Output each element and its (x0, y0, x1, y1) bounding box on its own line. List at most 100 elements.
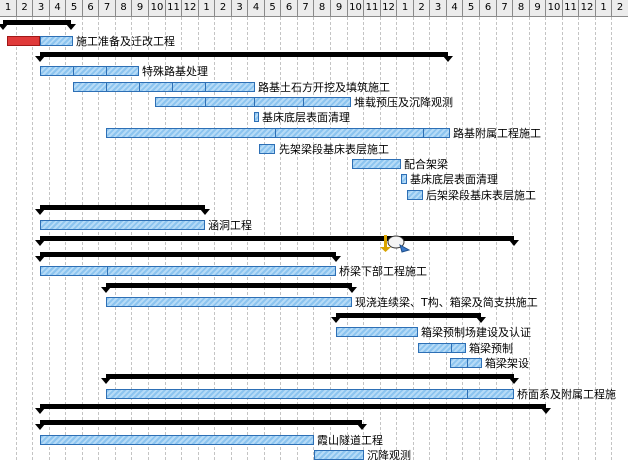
timescale-cell: 11 (166, 0, 182, 17)
task-bar[interactable] (73, 82, 255, 92)
task-bar[interactable] (352, 159, 401, 169)
task-bar[interactable] (106, 297, 352, 307)
summary-bar[interactable] (40, 252, 336, 257)
task-bar[interactable] (106, 128, 450, 138)
timescale-cell: 4 (447, 0, 463, 17)
task-bar[interactable] (40, 66, 139, 76)
timescale-cell: 2 (612, 0, 628, 17)
timescale-cell: 8 (314, 0, 331, 17)
task-label: 现浇连续梁、T构、箱梁及简支拱施工 (355, 296, 538, 309)
gridline (32, 17, 33, 460)
timescale-cell: 12 (182, 0, 199, 17)
timescale-cell: 3 (33, 0, 50, 17)
task-bar[interactable] (40, 220, 205, 230)
summary-bar[interactable] (3, 20, 71, 25)
task-label: 基床底层表面清理 (410, 173, 498, 186)
bar-divider (275, 129, 276, 137)
summary-cap (101, 378, 111, 384)
bar-divider (254, 98, 255, 106)
summary-bar[interactable] (40, 52, 448, 57)
task-label: 箱梁架设 (485, 357, 529, 370)
task-label: 涵洞工程 (208, 219, 252, 232)
gridline (611, 17, 612, 460)
timescale-cell: 12 (579, 0, 596, 17)
task-label: 沉降观测 (367, 449, 411, 460)
summary-bar[interactable] (40, 205, 205, 210)
task-bar[interactable] (336, 327, 418, 337)
summary-cap (509, 240, 519, 246)
task-bar[interactable] (450, 358, 482, 368)
task-label: 路基土石方开挖及填筑施工 (258, 81, 390, 94)
summary-bar[interactable] (40, 404, 546, 409)
timescale-cell: 7 (497, 0, 513, 17)
task-label: 霞山隧道工程 (317, 434, 383, 447)
task-bar[interactable] (40, 36, 73, 46)
timescale-cell: 5 (463, 0, 480, 17)
timescale-cell: 4 (248, 0, 265, 17)
summary-cap (35, 240, 45, 246)
task-label: 施工准备及迁改工程 (76, 35, 175, 48)
task-label: 基床底层表面清理 (262, 111, 350, 124)
gridline (16, 17, 17, 460)
timescale-cell: 8 (116, 0, 132, 17)
task-bar[interactable] (106, 389, 514, 399)
bar-divider (205, 83, 206, 91)
bar-divider (303, 98, 304, 106)
bar-divider (139, 83, 140, 91)
timescale-cell: 11 (364, 0, 381, 17)
task-bar[interactable] (40, 266, 336, 276)
summary-bar[interactable] (40, 420, 362, 425)
task-label: 箱梁预制场建设及认证 (421, 326, 531, 339)
timescale-cell: 6 (480, 0, 497, 17)
task-bar[interactable] (40, 435, 314, 445)
summary-bar[interactable] (336, 313, 481, 318)
summary-cap (101, 287, 111, 293)
summary-cap (331, 256, 341, 262)
timescale-cell: 10 (149, 0, 166, 17)
timescale-cell: 9 (331, 0, 348, 17)
timescale-cell: 1 (596, 0, 612, 17)
gridline (529, 17, 530, 460)
summary-cap (35, 408, 45, 414)
task-bar[interactable] (407, 190, 423, 200)
summary-bar[interactable] (106, 283, 352, 288)
task-bar[interactable] (254, 112, 259, 122)
task-bar[interactable] (418, 343, 466, 353)
timescale-cell: 12 (381, 0, 397, 17)
summary-cap (35, 424, 45, 430)
bar-divider (467, 390, 468, 398)
task-label: 特殊路基处理 (142, 65, 208, 78)
timescale-cell: 4 (50, 0, 66, 17)
summary-bar[interactable] (40, 236, 514, 241)
bar-divider (451, 344, 452, 352)
task-bar[interactable] (155, 97, 351, 107)
timescale-cell: 10 (348, 0, 364, 17)
task-bar[interactable] (314, 450, 364, 460)
task-bar[interactable] (259, 144, 275, 154)
timescale-cell: 7 (99, 0, 116, 17)
gridline (578, 17, 579, 460)
task-bar-completed[interactable] (7, 36, 40, 46)
summary-cap (0, 24, 8, 30)
task-label: 配合架梁 (404, 158, 448, 171)
drag-cursor-icon (380, 235, 411, 253)
summary-cap (357, 424, 367, 430)
task-bar[interactable] (401, 174, 407, 184)
bar-divider (107, 267, 108, 275)
timescale-cell: 5 (265, 0, 281, 17)
timescale-cell: 7 (298, 0, 314, 17)
task-label: 堆载预压及沉降观测 (354, 96, 453, 109)
timescale-cell: 6 (83, 0, 99, 17)
task-label: 先架梁段基床表层施工 (279, 143, 389, 156)
summary-cap (35, 256, 45, 262)
bar-divider (106, 67, 107, 75)
summary-bar[interactable] (106, 374, 514, 379)
timescale-cell: 6 (281, 0, 298, 17)
summary-cap (347, 287, 357, 293)
task-label: 箱梁预制 (469, 342, 513, 355)
bar-divider (205, 98, 206, 106)
summary-cap (331, 317, 341, 323)
timescale-cell: 9 (132, 0, 149, 17)
task-label: 后架梁段基床表层施工 (426, 189, 536, 202)
